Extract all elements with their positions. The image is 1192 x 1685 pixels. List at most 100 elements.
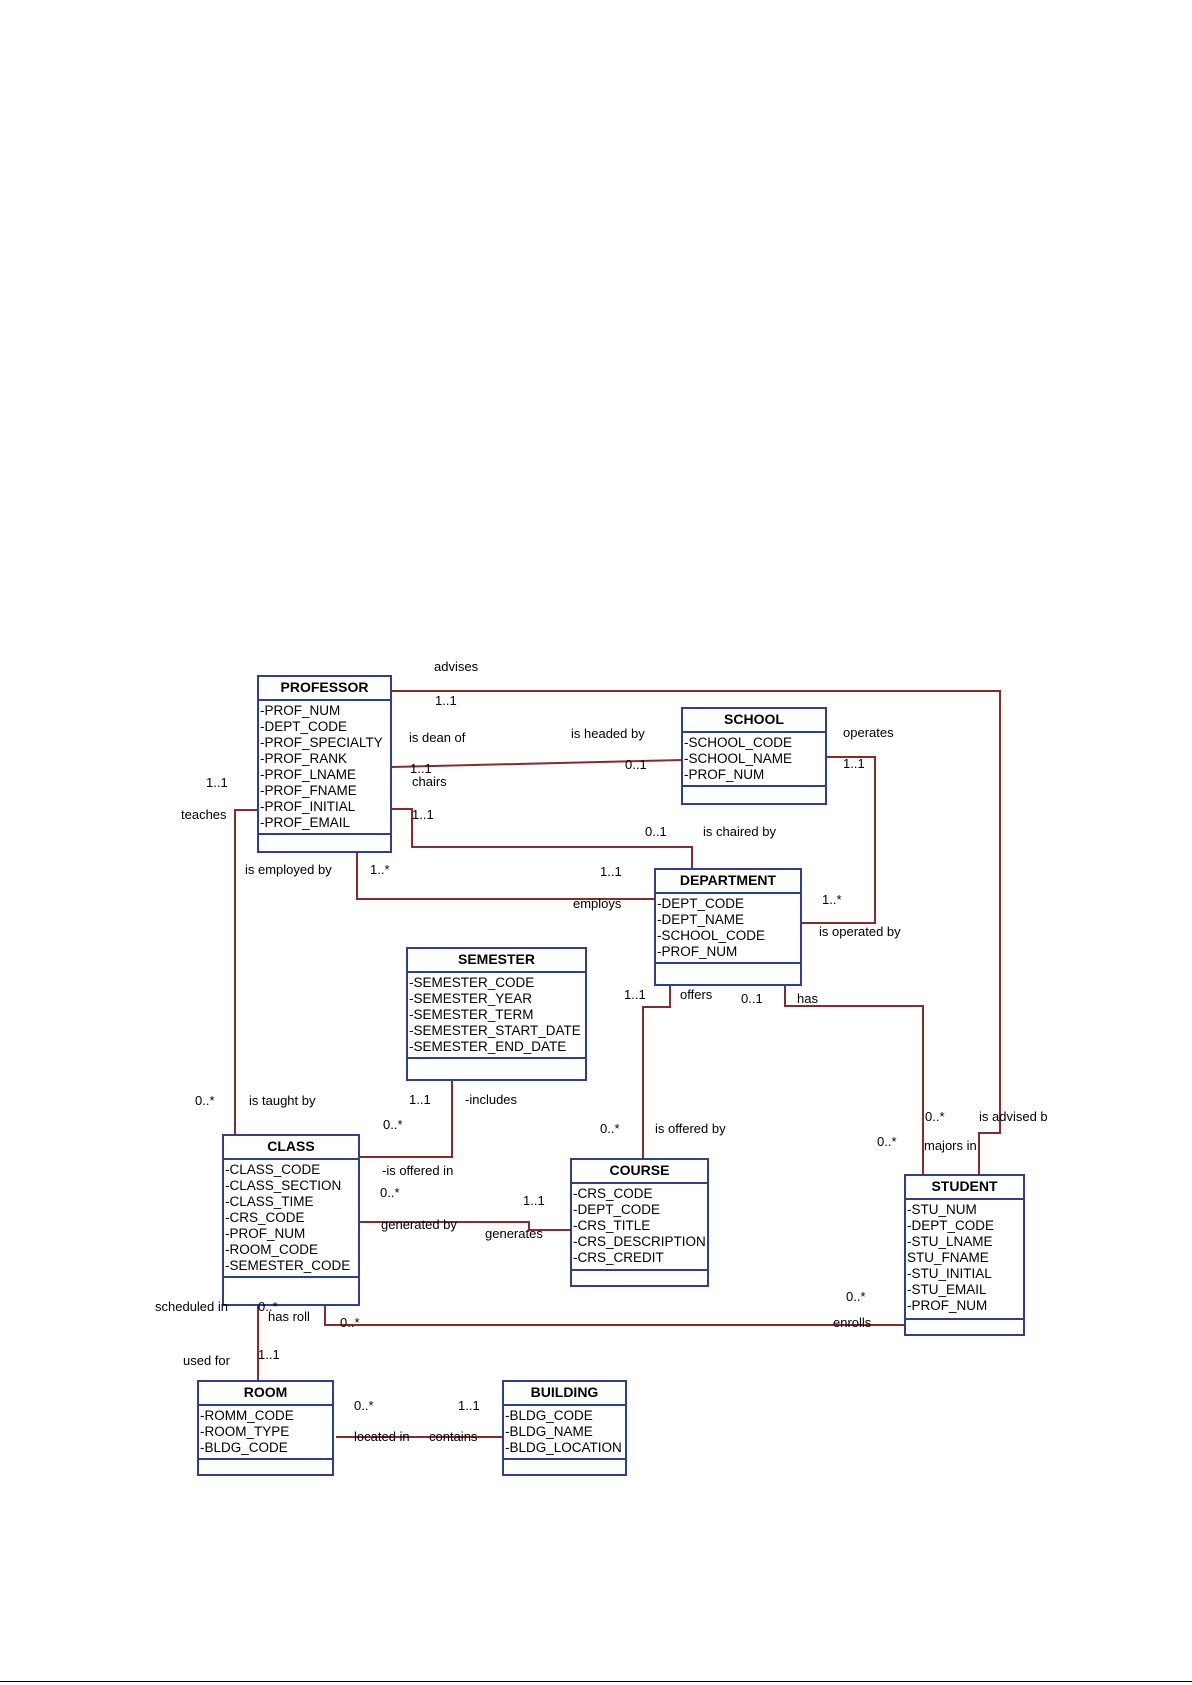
entity-professor: PROFESSOR -PROF_NUM -DEPT_CODE -PROF_SPE… [257, 675, 392, 853]
label-chairs: chairs [412, 774, 447, 789]
entity-semester-name: SEMESTER [408, 949, 585, 973]
mult-headed-school: 0..1 [625, 757, 647, 772]
employs-line [356, 833, 655, 900]
mult-offers: 1..1 [624, 987, 646, 1002]
label-is-offered-in: -is offered in [382, 1163, 454, 1178]
attribute: -STU_LNAME [907, 1234, 993, 1249]
attribute: -PROF_FNAME [260, 783, 357, 798]
label-has: has [797, 991, 818, 1006]
attribute: -SCHOOL_CODE [684, 735, 793, 750]
attribute: -CLASS_TIME [225, 1194, 314, 1209]
attribute: -SCHOOL_NAME [684, 751, 793, 766]
mult-offered-by: 0..* [600, 1121, 620, 1136]
label-offers: offers [680, 987, 713, 1002]
attribute: -SCHOOL_CODE [657, 928, 766, 943]
attribute: -ROOM_TYPE [200, 1424, 290, 1439]
operates-line [802, 756, 876, 924]
label-is-taught-by: is taught by [249, 1093, 316, 1108]
mult-advised: 0..* [925, 1109, 945, 1124]
attribute: -BLDG_CODE [505, 1408, 593, 1423]
attribute: -BLDG_NAME [505, 1424, 593, 1439]
entity-course: COURSE -CRS_CODE -DEPT_CODE -CRS_TITLE -… [570, 1158, 709, 1287]
attribute: -STU_INITIAL [907, 1266, 992, 1281]
attribute: -PROF_NUM [657, 944, 738, 959]
attribute: -PROF_NUM [225, 1226, 306, 1241]
label-majors-in: majors in [924, 1138, 977, 1153]
label-enrolls: enrolls [833, 1315, 872, 1330]
label-contains: contains [429, 1429, 478, 1444]
entity-department-name: DEPARTMENT [656, 870, 800, 894]
entity-room: ROOM -ROMM_CODE -ROOM_TYPE -BLDG_CODE [197, 1380, 334, 1476]
mult-operates: 1..1 [843, 756, 865, 771]
offers-line [642, 985, 671, 1166]
label-generated-by: generated by [381, 1217, 457, 1232]
label-is-operated-by: is operated by [819, 924, 901, 939]
attribute: -DEPT_CODE [907, 1218, 995, 1233]
chairs-line [392, 808, 693, 870]
mult-located: 0..* [354, 1398, 374, 1413]
attribute: -DEPT_CODE [260, 719, 348, 734]
attribute: -SEMESTER_START_DATE [409, 1023, 581, 1038]
includes-line [360, 1081, 453, 1158]
attribute: -BLDG_LOCATION [505, 1440, 622, 1455]
enrolls-line [324, 1305, 910, 1326]
has-line [784, 985, 924, 1184]
advises-line [392, 690, 1001, 1184]
footer-rule [0, 1681, 1192, 1682]
mult-majors: 0..* [877, 1134, 897, 1149]
attribute: -SEMESTER_CODE [409, 975, 535, 990]
mult-class-semester: 0..* [383, 1117, 403, 1132]
attribute: -CRS_CODE [225, 1210, 305, 1225]
attribute: -STU_NUM [907, 1202, 977, 1217]
attribute: -PROF_EMAIL [260, 815, 351, 830]
label-has-roll: has roll [268, 1309, 310, 1324]
attribute: -CLASS_SECTION [225, 1178, 342, 1193]
label-advises: advises [434, 659, 479, 674]
label-is-offered-by: is offered by [655, 1121, 726, 1136]
attribute: -DEPT_CODE [657, 896, 745, 911]
label-is-headed-by: is headed by [571, 726, 645, 741]
attribute: -ROMM_CODE [200, 1408, 294, 1423]
mult-enrolls: 0..* [846, 1289, 866, 1304]
entity-semester: SEMESTER -SEMESTER_CODE -SEMESTER_YEAR -… [406, 947, 587, 1081]
attribute: -CRS_DESCRIPTION [573, 1234, 706, 1249]
attribute: -BLDG_CODE [200, 1440, 288, 1455]
attribute: -DEPT_CODE [573, 1202, 661, 1217]
label-teaches: teaches [181, 807, 227, 822]
attribute: -SEMESTER_YEAR [409, 991, 533, 1006]
mult-chaired: 0..1 [645, 824, 667, 839]
attribute: -PROF_RANK [260, 751, 348, 766]
attribute: -PROF_NUM [260, 703, 341, 718]
mult-scheduled: 0..* [258, 1299, 278, 1314]
attribute: -CRS_CREDIT [573, 1250, 664, 1265]
attribute: STU_FNAME [907, 1250, 989, 1265]
attribute: -PROF_SPECIALTY [260, 735, 383, 750]
entity-professor-name: PROFESSOR [259, 677, 390, 701]
mult-chairs: 1..1 [412, 807, 434, 822]
dean-line [391, 759, 684, 768]
mult-employed: 1..* [370, 862, 390, 877]
attribute: -PROF_LNAME [260, 767, 357, 782]
mult-generates: 1..1 [523, 1193, 545, 1208]
label-used-for: used for [183, 1353, 230, 1368]
mult-has: 0..1 [741, 991, 763, 1006]
mult-class-course: 0..* [380, 1185, 400, 1200]
mult-includes: 1..1 [409, 1092, 431, 1107]
attribute: -PROF_INITIAL [260, 799, 356, 814]
mult-advises: 1..1 [435, 693, 457, 708]
entity-student: STUDENT -STU_NUM -DEPT_CODE -STU_LNAME S… [904, 1174, 1025, 1336]
attribute: -CRS_CODE [573, 1186, 653, 1201]
generates-line [360, 1221, 575, 1231]
entity-building-name: BUILDING [504, 1382, 625, 1406]
mult-contains: 1..1 [458, 1398, 480, 1413]
label-employs: employs [573, 896, 622, 911]
entity-student-name: STUDENT [906, 1176, 1023, 1200]
attribute: -DEPT_NAME [657, 912, 745, 927]
mult-taught: 0..* [195, 1093, 215, 1108]
label-located-in: located in [354, 1429, 410, 1444]
entity-course-name: COURSE [572, 1160, 707, 1184]
entity-department: DEPARTMENT -DEPT_CODE -DEPT_NAME -SCHOOL… [654, 868, 802, 986]
attribute: -SEMESTER_END_DATE [409, 1039, 567, 1054]
